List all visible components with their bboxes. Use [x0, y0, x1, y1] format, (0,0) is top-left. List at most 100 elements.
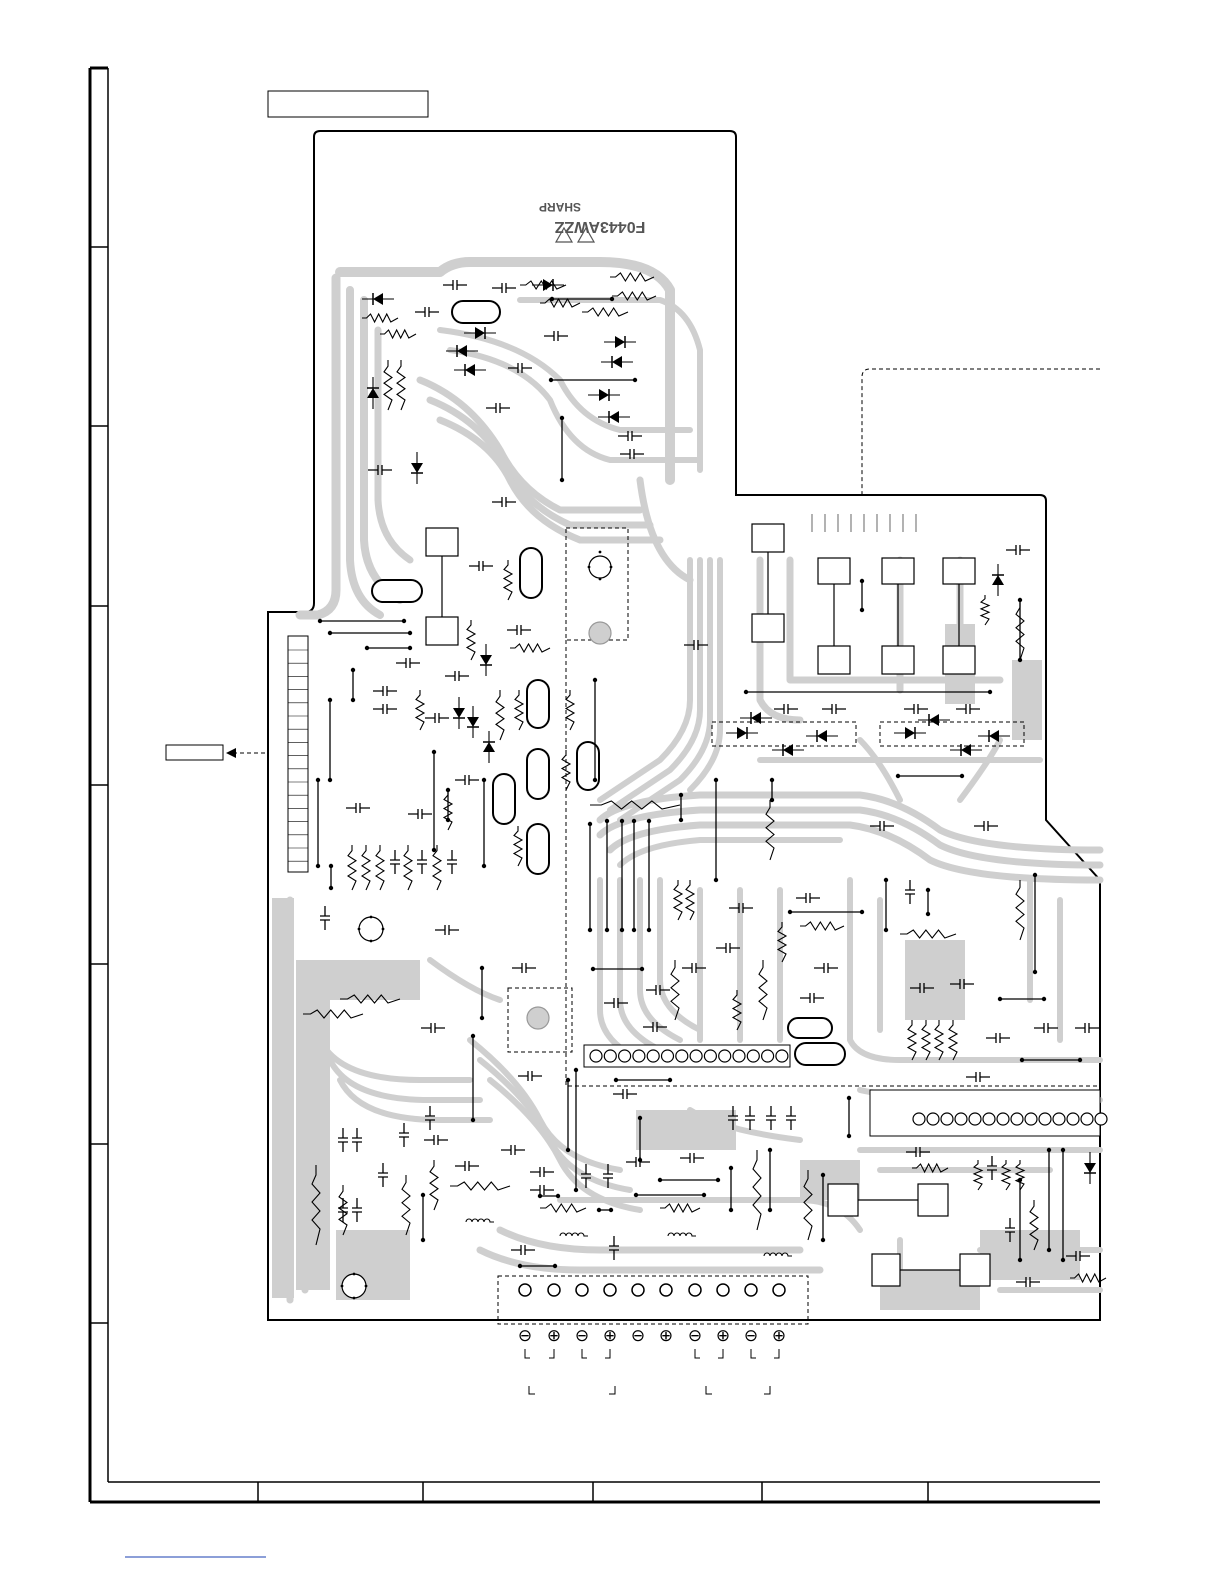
- jumper-pad: [679, 793, 683, 797]
- jumper-pad: [446, 818, 450, 822]
- jumper-pad: [729, 1166, 733, 1170]
- jumper-pad: [679, 818, 683, 822]
- jumper-pad: [566, 1148, 570, 1152]
- jumper-pad: [518, 1264, 522, 1268]
- jumper-pad: [550, 297, 554, 301]
- jumper-pad: [538, 1194, 542, 1198]
- jumper-pad: [988, 690, 992, 694]
- jumper-pad: [432, 750, 436, 754]
- jumper-pad: [609, 1208, 613, 1212]
- hole-dot: [358, 928, 361, 931]
- jumper-pad: [647, 819, 651, 823]
- jumper-pad: [597, 1208, 601, 1212]
- board-maker: SHARP: [539, 200, 581, 214]
- jumper-pad: [328, 631, 332, 635]
- jumper-pad: [860, 608, 864, 612]
- terminal-polarity-8: ⊕: [716, 1326, 730, 1346]
- jumper-pad: [351, 668, 355, 672]
- jumper-pad: [351, 698, 355, 702]
- jumper-pad: [770, 798, 774, 802]
- terminal-polarity-10: ⊕: [772, 1326, 786, 1346]
- jumper-pad: [1047, 1148, 1051, 1152]
- jumper-pad: [770, 778, 774, 782]
- frame-row-dividers: [90, 247, 108, 1323]
- hole-dot: [365, 1285, 368, 1288]
- jumper-pad: [620, 928, 624, 932]
- ic-pad: [1011, 1113, 1023, 1125]
- hole-dot: [341, 1285, 344, 1288]
- jumper-pad: [566, 1078, 570, 1082]
- terminal-polarity-1: ⊖: [518, 1326, 532, 1346]
- hole-dot: [599, 578, 602, 581]
- jumper-pad: [432, 848, 436, 852]
- ic-pad: [1039, 1113, 1051, 1125]
- terminal-polarity-4: ⊕: [603, 1326, 617, 1346]
- jumper-pad: [926, 888, 930, 892]
- ic-pad: [969, 1113, 981, 1125]
- jumper-pad: [668, 1078, 672, 1082]
- jumper-pad: [549, 378, 553, 382]
- jumper-pad: [884, 928, 888, 932]
- jumper-pad: [647, 928, 651, 932]
- jumper-pad: [574, 1068, 578, 1072]
- jumper-pad: [744, 690, 748, 694]
- ic-pad: [955, 1113, 967, 1125]
- jumper-pad: [471, 1118, 475, 1122]
- jumper-pad: [638, 1116, 642, 1120]
- hole-dot: [610, 566, 613, 569]
- terminal-polarity-labels: ⊖ ⊕ ⊖ ⊕ ⊖ ⊕ ⊖ ⊕ ⊖ ⊕: [518, 1326, 786, 1346]
- jumper-pad: [1020, 1058, 1024, 1062]
- jumper-pad: [716, 1178, 720, 1182]
- jumper-pad: [998, 997, 1002, 1001]
- terminal-polarity-3: ⊖: [575, 1326, 589, 1346]
- jumper-pad: [658, 1178, 662, 1182]
- terminal-polarity-9: ⊖: [744, 1326, 758, 1346]
- jumper-pad: [926, 912, 930, 916]
- jumper-pad: [702, 1193, 706, 1197]
- jumper-pad: [365, 646, 369, 650]
- jumper-pad: [821, 1173, 825, 1177]
- jumper-pad: [574, 1188, 578, 1192]
- jumper-pad: [640, 967, 644, 971]
- ic-pad: [1025, 1113, 1037, 1125]
- jumper-pad: [1047, 1248, 1051, 1252]
- jumper-pad: [620, 819, 624, 823]
- jumper-pad: [847, 1134, 851, 1138]
- ic-pad: [983, 1113, 995, 1125]
- jumper-pad: [605, 928, 609, 932]
- jumper-pad: [1061, 1148, 1065, 1152]
- jumper-pad: [960, 774, 964, 778]
- external-reference-box: [166, 745, 223, 760]
- ic-pad: [633, 1050, 645, 1062]
- hole-dot: [588, 566, 591, 569]
- jumper-pad: [480, 1016, 484, 1020]
- ic-pad: [590, 1050, 602, 1062]
- jumper-pad: [1018, 598, 1022, 602]
- jumper-pad: [1042, 997, 1046, 1001]
- frame-column-dividers: [258, 1482, 928, 1502]
- jumper-pad: [768, 1208, 772, 1212]
- left-edge-connector: [288, 636, 308, 872]
- jumper-pad: [408, 646, 412, 650]
- jumper-pad: [402, 619, 406, 623]
- hole-dot: [599, 551, 602, 554]
- jumper-pad: [714, 778, 718, 782]
- jumper-pad: [605, 819, 609, 823]
- jumper-pad: [896, 774, 900, 778]
- hole-dot: [370, 940, 373, 943]
- jumper-pad: [632, 819, 636, 823]
- ic-pad: [1067, 1113, 1079, 1125]
- board-title-box: [268, 91, 428, 117]
- jumper-pad: [421, 1193, 425, 1197]
- ic-pad: [690, 1050, 702, 1062]
- ic-pad: [997, 1113, 1009, 1125]
- jumper-pad: [1033, 873, 1037, 877]
- jumper-pad: [1018, 658, 1022, 662]
- jumper-pad: [884, 878, 888, 882]
- jumper-pad: [788, 910, 792, 914]
- jumper-pad: [553, 1264, 557, 1268]
- jumper-pad: [328, 778, 332, 782]
- ic-pad: [619, 1050, 631, 1062]
- ic-pad: [647, 1050, 659, 1062]
- jumper-pad: [860, 910, 864, 914]
